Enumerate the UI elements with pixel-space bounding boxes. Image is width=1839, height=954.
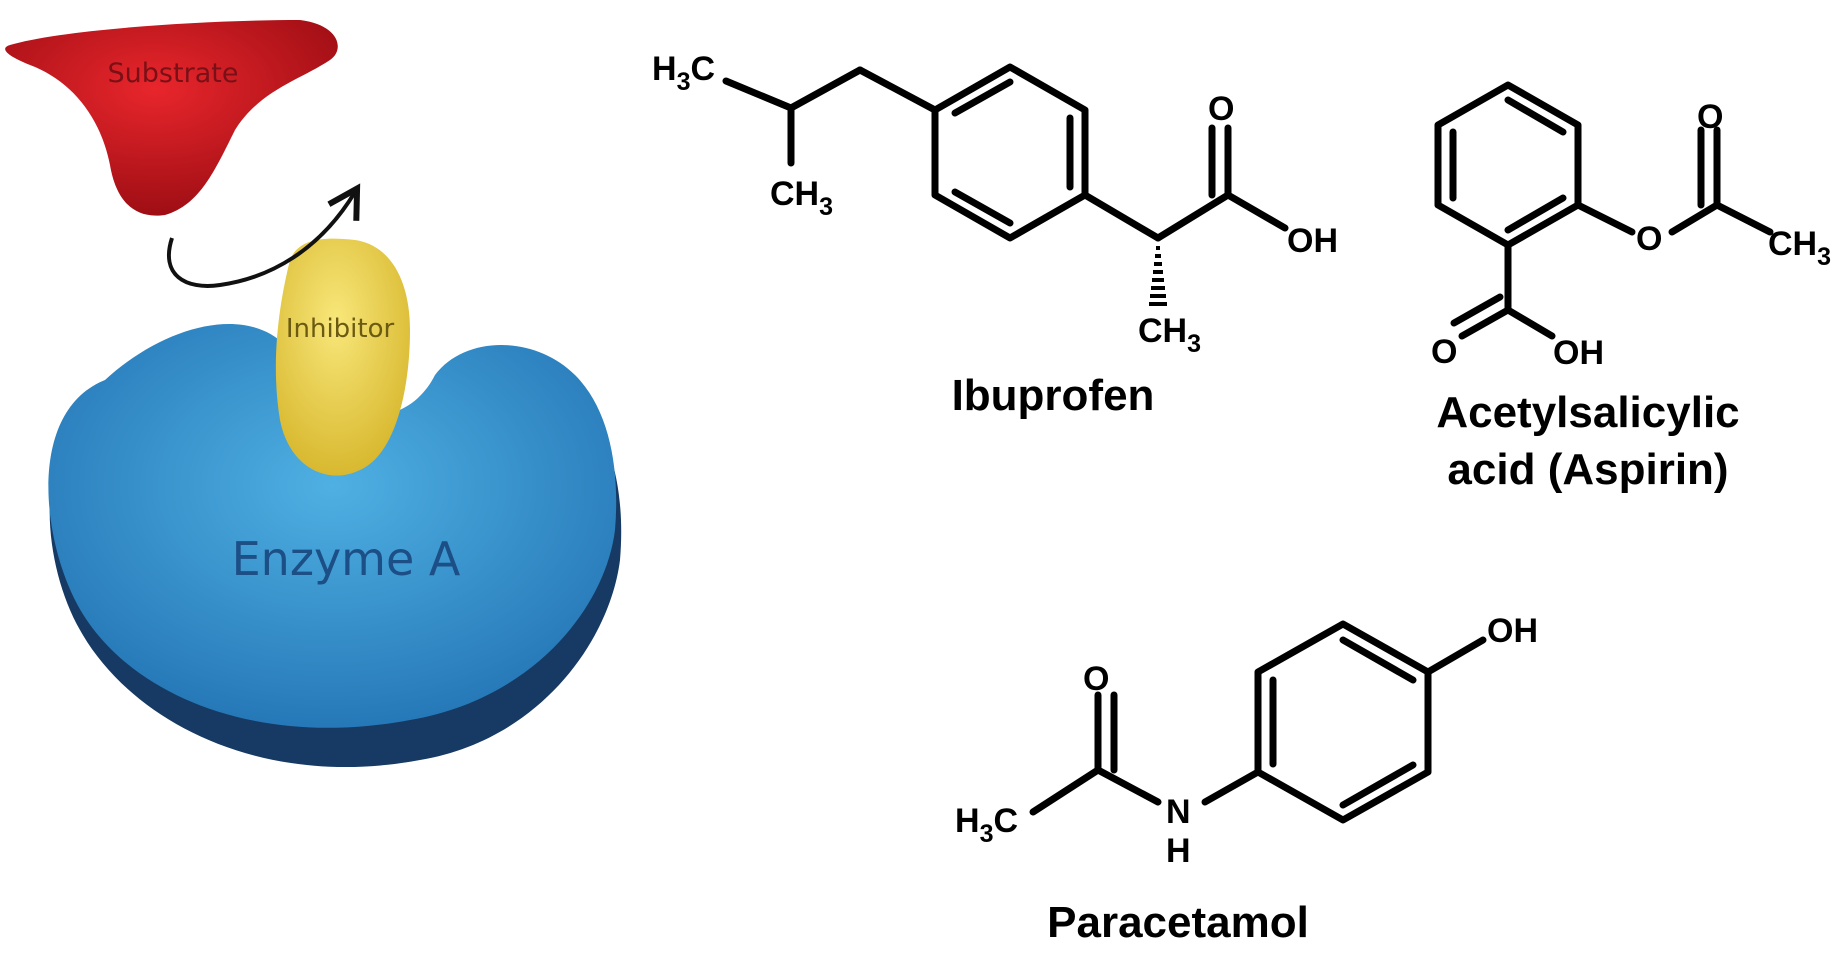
aspirin-o-acid: O — [1431, 333, 1457, 371]
ibuprofen-name: Ibuprofen — [952, 371, 1155, 420]
ibuprofen-structure: H3C CH3 O OH CH3 Ibuprofen — [652, 50, 1338, 420]
paracetamol-h3c: H3C — [955, 802, 1018, 848]
curved-arrow-icon — [166, 183, 361, 288]
paracetamol-n: N — [1166, 793, 1191, 831]
aspirin-name-line2: acid (Aspirin) — [1447, 445, 1728, 494]
paracetamol-oh: OH — [1487, 612, 1538, 650]
aspirin-o-carbonyl: O — [1697, 98, 1723, 136]
ibuprofen-h3c: H3C — [652, 50, 715, 96]
aspirin-ch3: CH3 — [1768, 225, 1831, 271]
ibuprofen-oh: OH — [1287, 222, 1338, 260]
aspirin-o-ester: O — [1636, 220, 1662, 258]
aspirin-oh: OH — [1553, 334, 1604, 372]
hashed-wedge — [1149, 246, 1167, 306]
paracetamol-structure: O H3C N H OH Paracetamol — [955, 612, 1538, 947]
paracetamol-bonds — [1029, 620, 1487, 824]
enzyme-body — [48, 323, 617, 728]
paracetamol-nh: H — [1166, 832, 1191, 870]
enzyme-label: Enzyme A — [232, 532, 461, 586]
enzyme-illustration: Inhibitor Substrate Enzyme A — [5, 20, 622, 768]
substrate-shape — [5, 20, 338, 216]
ibuprofen-bonds — [722, 63, 1289, 306]
ibuprofen-o: O — [1208, 90, 1234, 128]
ibuprofen-ch3-methyl: CH3 — [1138, 312, 1201, 358]
paracetamol-o: O — [1083, 660, 1109, 698]
ibuprofen-ch3-isobutyl: CH3 — [770, 175, 833, 221]
substrate-label: Substrate — [108, 58, 239, 89]
inhibitor-label: Inhibitor — [286, 314, 395, 344]
aspirin-name-line1: Acetylsalicylic — [1436, 388, 1739, 437]
aspirin-structure: O O CH3 O OH Acetylsalicylic acid (Aspir… — [1431, 81, 1831, 494]
inhibitor-shape — [275, 238, 410, 476]
aspirin-bonds — [1434, 81, 1774, 340]
paracetamol-name: Paracetamol — [1047, 898, 1309, 947]
